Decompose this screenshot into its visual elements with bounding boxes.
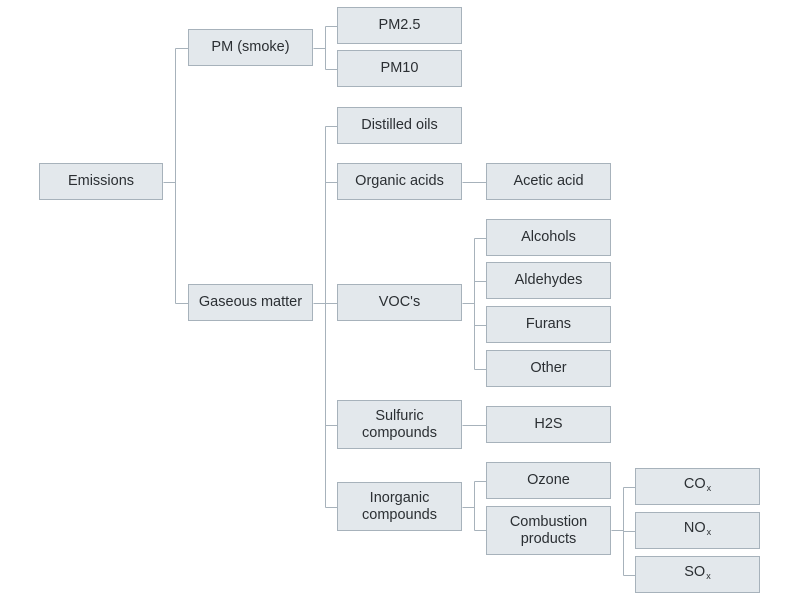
node-organic-acids: Organic acids — [337, 163, 462, 200]
node-label: Furans — [525, 316, 572, 332]
node-label: Inorganic compounds — [362, 490, 437, 524]
node-label: PM2.5 — [378, 17, 421, 33]
node-label: Sulfuric compounds — [362, 408, 437, 442]
node-label-subscript: x — [706, 483, 712, 493]
node-label: Ozone — [527, 472, 570, 488]
node-label-line-2: compounds — [362, 424, 437, 441]
node-label-line-1: Sulfuric — [375, 407, 424, 424]
node-emissions: Emissions — [39, 163, 163, 200]
node-label: Other — [530, 360, 567, 376]
node-alcohols: Alcohols — [486, 219, 611, 256]
node-label: SOx — [684, 564, 710, 585]
node-label-base: SO — [684, 564, 706, 580]
node-inorganic-compounds: Inorganic compounds — [337, 482, 462, 531]
node-label-subscript: x — [706, 527, 712, 537]
node-label: Alcohols — [521, 229, 576, 245]
node-label: NOx — [684, 520, 711, 541]
node-label: Gaseous matter — [198, 294, 303, 310]
node-gaseous-matter: Gaseous matter — [188, 284, 313, 321]
node-label: PM10 — [380, 60, 419, 76]
node-label: PM (smoke) — [211, 39, 290, 55]
node-label-base: NO — [683, 520, 706, 536]
node-nox: NOx — [635, 512, 760, 549]
node-label-base: CO — [683, 476, 706, 492]
node-pm-smoke: PM (smoke) — [188, 29, 313, 66]
node-furans: Furans — [486, 306, 611, 343]
node-label-line-1: Combustion — [509, 513, 588, 530]
node-label: COx — [684, 476, 711, 497]
node-distilled-oils: Distilled oils — [337, 107, 462, 144]
node-acetic-acid: Acetic acid — [486, 163, 611, 200]
node-h2s: H2S — [486, 406, 611, 443]
node-label: Acetic acid — [513, 173, 584, 189]
node-label: H2S — [534, 416, 563, 432]
node-pm10: PM10 — [337, 50, 462, 87]
node-label: Combustion products — [510, 514, 587, 548]
node-vocs: VOC's — [337, 284, 462, 321]
node-label-line-1: Inorganic — [369, 489, 430, 506]
node-label-line-2: products — [520, 530, 577, 547]
node-label: VOC's — [378, 294, 421, 310]
node-sox: SOx — [635, 556, 760, 593]
node-label-subscript: x — [706, 571, 711, 581]
node-label: Organic acids — [355, 173, 444, 189]
node-sulfuric-compounds: Sulfuric compounds — [337, 400, 462, 449]
node-pm25: PM2.5 — [337, 7, 462, 44]
node-label: Distilled oils — [361, 117, 438, 133]
node-combustion-products: Combustion products — [486, 506, 611, 555]
node-aldehydes: Aldehydes — [486, 262, 611, 299]
node-cox: COx — [635, 468, 760, 505]
node-ozone: Ozone — [486, 462, 611, 499]
node-label-line-2: compounds — [362, 506, 437, 523]
node-label: Aldehydes — [514, 272, 583, 288]
node-other: Other — [486, 350, 611, 387]
node-label: Emissions — [67, 173, 135, 189]
